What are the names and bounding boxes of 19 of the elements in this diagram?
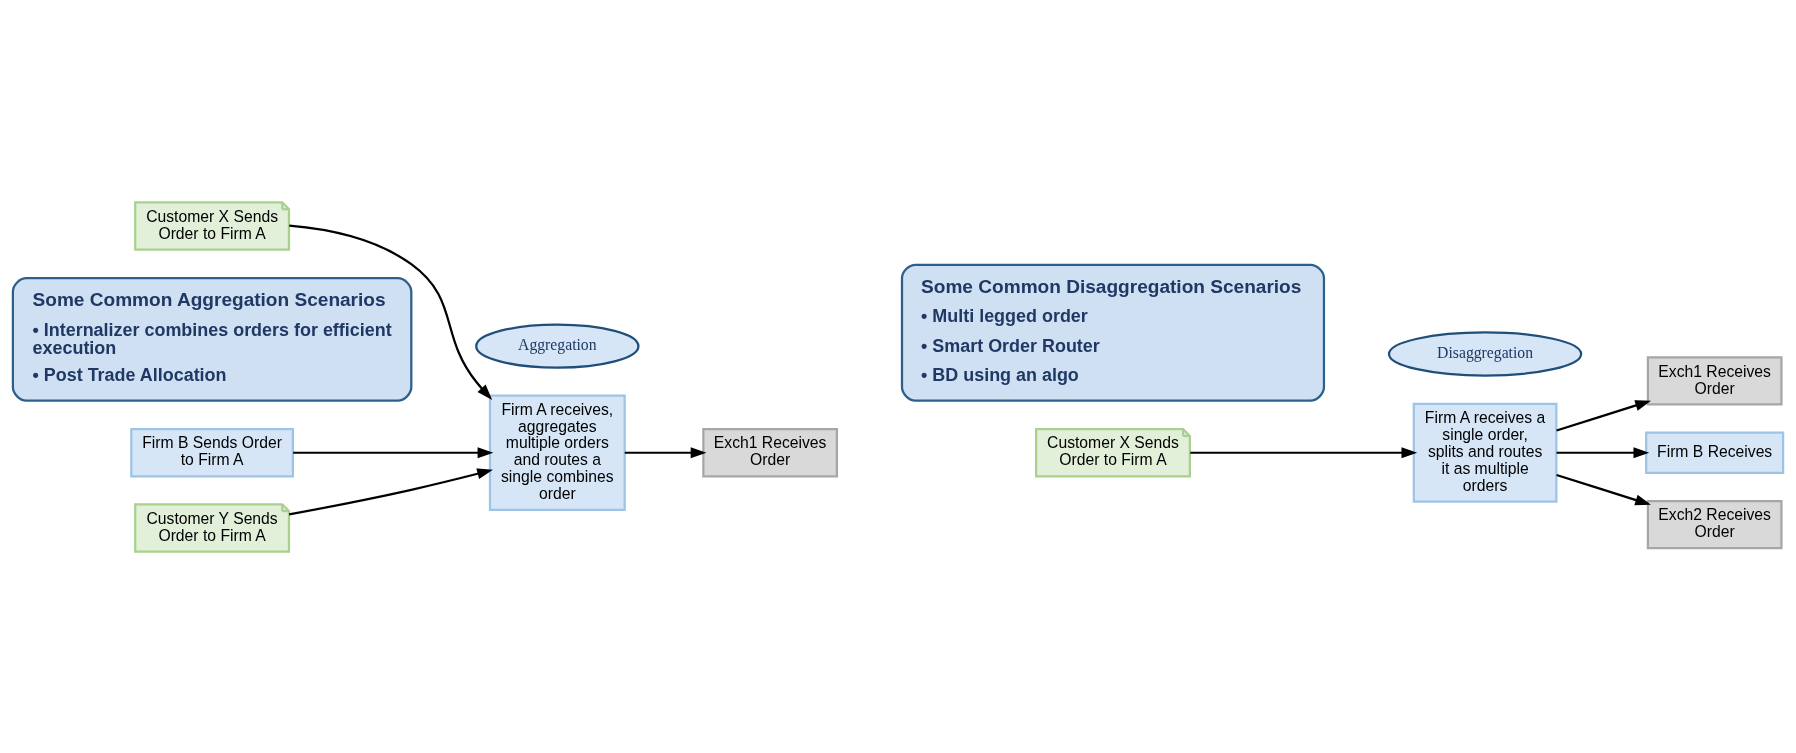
node-box: Firm A receives, aggregates multiple orders and routes a single combines order	[488, 393, 626, 511]
arrow	[1556, 446, 1650, 458]
arrow	[293, 446, 494, 458]
arrow	[288, 467, 493, 516]
node-box: Exch2 Receives Order	[1646, 499, 1783, 549]
arrow	[1190, 446, 1418, 458]
arrow	[1556, 473, 1651, 505]
node-ellipse: Disaggregation	[1387, 330, 1583, 377]
node-box: Some Common Aggregation Scenarios • Internalizer combines orders for efficient execution • Post Trade Allocation	[11, 276, 413, 402]
node-box: Some Common Disaggregation Scenarios • Multi legged order • Smart Order Router • BD using an algo	[900, 263, 1326, 402]
arrow	[1556, 399, 1651, 432]
node-box: Exch1 Receives Order	[1646, 355, 1783, 406]
arrow	[289, 224, 493, 400]
node-ellipse: Aggregation	[475, 323, 640, 369]
node-box: Firm B Sends Order to Firm A	[130, 427, 294, 477]
node-box: Firm A receives a single order, splits and routes it as multiple orders	[1412, 402, 1558, 503]
arrow	[624, 446, 707, 458]
node-box: Exch1 Receives Order	[702, 427, 839, 477]
node-box: Firm B Receives	[1645, 430, 1785, 474]
